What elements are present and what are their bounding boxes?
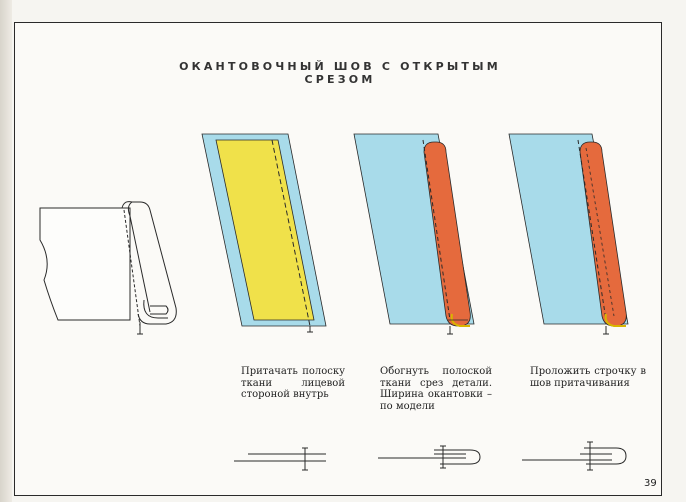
figure-step-3 — [508, 133, 629, 335]
figure-line-drawing — [39, 201, 177, 335]
figure-step-1 — [201, 133, 327, 333]
cross-section-2 — [378, 445, 481, 469]
cross-section-1 — [234, 447, 326, 471]
step-2-caption: Обогнуть полоской ткани срез детали. Шир… — [380, 366, 492, 412]
page-title: ОКАНТОВОЧНЫЙ ШОВ С ОТКРЫТЫМ СРЕЗОМ — [179, 60, 501, 86]
step-1-caption: Притачать полоску ткани лицевой стороной… — [241, 366, 345, 400]
page-number: 39 — [644, 478, 657, 489]
step-3-caption: Проложить строчку в шов притачивания — [530, 366, 646, 389]
figure-step-2 — [353, 133, 475, 335]
cross-section-3 — [522, 441, 627, 471]
book-spine — [0, 0, 12, 502]
